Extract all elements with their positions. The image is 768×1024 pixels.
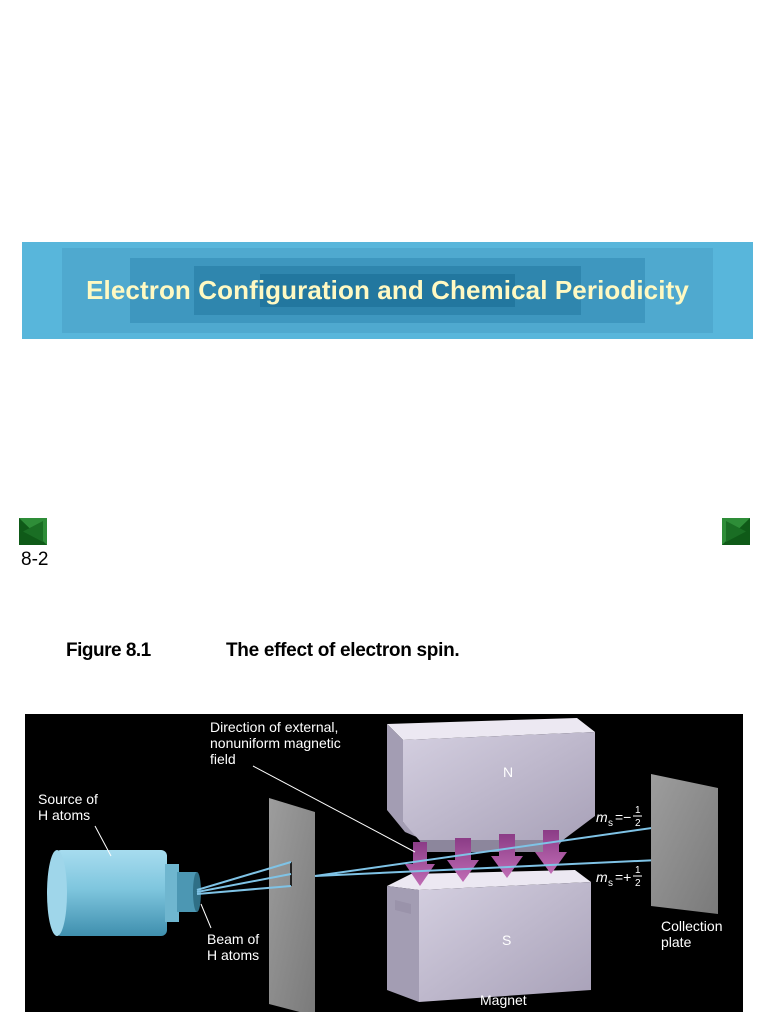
svg-text:=+: =+ — [615, 869, 631, 885]
svg-text:m: m — [596, 809, 608, 825]
label-north: N — [503, 764, 513, 780]
atom-source — [47, 850, 201, 936]
slit-plate — [269, 798, 315, 1012]
label-beam-1: Beam of — [207, 931, 259, 947]
label-field-1: Direction of external, — [210, 719, 338, 735]
svg-text:1: 1 — [635, 805, 641, 816]
svg-text:=−: =− — [615, 809, 631, 825]
label-collection-1: Collection — [661, 918, 722, 934]
svg-text:1: 1 — [635, 865, 641, 876]
svg-text:2: 2 — [635, 878, 641, 889]
spin-minus-label: m s =− 1 2 — [596, 805, 642, 829]
magnet-north — [387, 718, 595, 852]
label-source-1: Source of — [38, 791, 98, 807]
label-south: S — [502, 932, 511, 948]
magnet-south — [387, 870, 591, 1002]
label-field-3: field — [210, 751, 236, 767]
next-slide-button[interactable] — [722, 518, 750, 545]
slide-title: Electron Configuration and Chemical Peri… — [86, 275, 689, 305]
spin-plus-label: m s =+ 1 2 — [596, 865, 642, 889]
prev-slide-icon — [19, 518, 47, 545]
label-field-2: nonuniform magnetic — [210, 735, 341, 751]
svg-text:s: s — [608, 818, 613, 829]
label-magnet: Magnet — [480, 992, 527, 1008]
stern-gerlach-figure: Source of H atoms Beam of H atoms Direct… — [25, 714, 743, 1012]
collection-plate — [651, 774, 718, 914]
svg-text:2: 2 — [635, 818, 641, 829]
slide-number: 8-2 — [21, 549, 49, 570]
figure-number: Figure 8.1 — [66, 640, 151, 661]
label-source-2: H atoms — [38, 807, 90, 823]
atom-beam — [196, 823, 681, 895]
next-slide-icon — [722, 518, 750, 545]
title-banner: Electron Configuration and Chemical Peri… — [22, 242, 753, 339]
svg-text:s: s — [608, 878, 613, 889]
figure-caption: The effect of electron spin. — [226, 640, 460, 661]
label-beam-2: H atoms — [207, 947, 259, 963]
svg-text:m: m — [596, 869, 608, 885]
label-collection-2: plate — [661, 934, 692, 950]
prev-slide-button[interactable] — [19, 518, 47, 545]
